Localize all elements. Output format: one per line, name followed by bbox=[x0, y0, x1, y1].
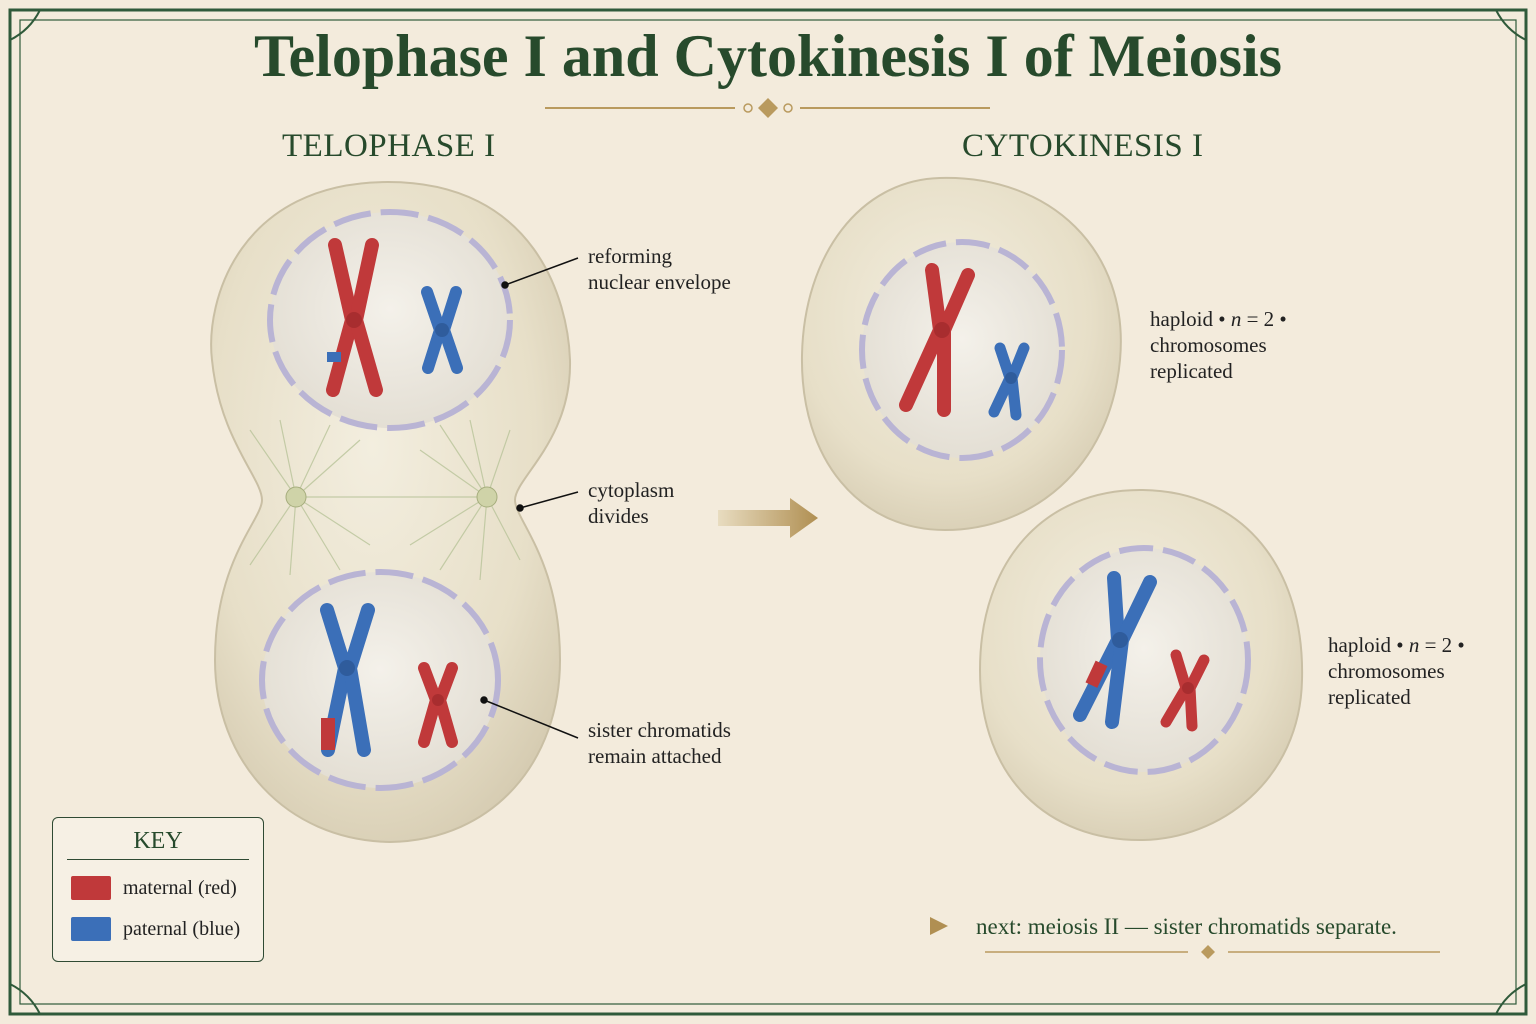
key-label-maternal: maternal (red) bbox=[123, 877, 237, 899]
spindle-fibers bbox=[249, 419, 521, 581]
chromosome-maternal-large-top bbox=[326, 238, 383, 397]
key-divider bbox=[67, 859, 249, 860]
key-legend: KEY maternal (red) paternal (blue) bbox=[52, 817, 264, 962]
chromosome-paternal-cell-bottom bbox=[1073, 571, 1157, 729]
label-sister-chromatids: sister chromatids remain attached bbox=[588, 718, 731, 768]
label-haploid-bottom: haploid • n = 2 • chromosomes replicated bbox=[1328, 633, 1465, 709]
chromosome-paternal-large-bottom bbox=[320, 603, 375, 757]
page-title: Telophase I and Cytokinesis I of Meiosis bbox=[254, 23, 1282, 89]
key-title: KEY bbox=[133, 828, 183, 854]
paternal-swatch bbox=[71, 917, 111, 941]
daughter-cell-bottom bbox=[978, 488, 1304, 842]
bottom-ornament bbox=[985, 945, 1440, 959]
key-label-paternal: paternal (blue) bbox=[123, 918, 241, 940]
chromosome-paternal-small-top bbox=[421, 286, 463, 374]
chromosome-maternal-cell-bottom bbox=[1160, 649, 1210, 732]
daughter-cell-top bbox=[800, 176, 1122, 532]
section-heading-cytokinesis: CYTOKINESIS I bbox=[962, 128, 1204, 164]
label-haploid-top: haploid • n = 2 • chromosomes replicated bbox=[1150, 307, 1287, 383]
chromosome-paternal-cell-top bbox=[988, 342, 1030, 421]
nucleus-bottom bbox=[259, 569, 501, 791]
centriole-left bbox=[285, 486, 307, 508]
centriole-right bbox=[476, 486, 498, 508]
nucleus-top bbox=[267, 209, 513, 431]
chromosome-maternal-small-bottom bbox=[418, 662, 458, 748]
maternal-swatch bbox=[71, 876, 111, 900]
label-cytoplasm-divides: cytoplasm divides bbox=[588, 478, 675, 528]
page-frame bbox=[8, 8, 1528, 1016]
next-arrow bbox=[866, 917, 948, 935]
transition-arrow bbox=[718, 498, 818, 538]
chromosome-maternal-cell-top bbox=[899, 263, 975, 417]
label-nuclear-envelope: reforming nuclear envelope bbox=[588, 244, 731, 294]
leader-lines bbox=[480, 257, 579, 739]
title-ornament bbox=[545, 98, 990, 118]
dividing-cell bbox=[210, 180, 572, 844]
section-heading-telophase: TELOPHASE I bbox=[282, 128, 496, 164]
next-step-text: next: meiosis II — sister chromatids sep… bbox=[976, 914, 1397, 939]
